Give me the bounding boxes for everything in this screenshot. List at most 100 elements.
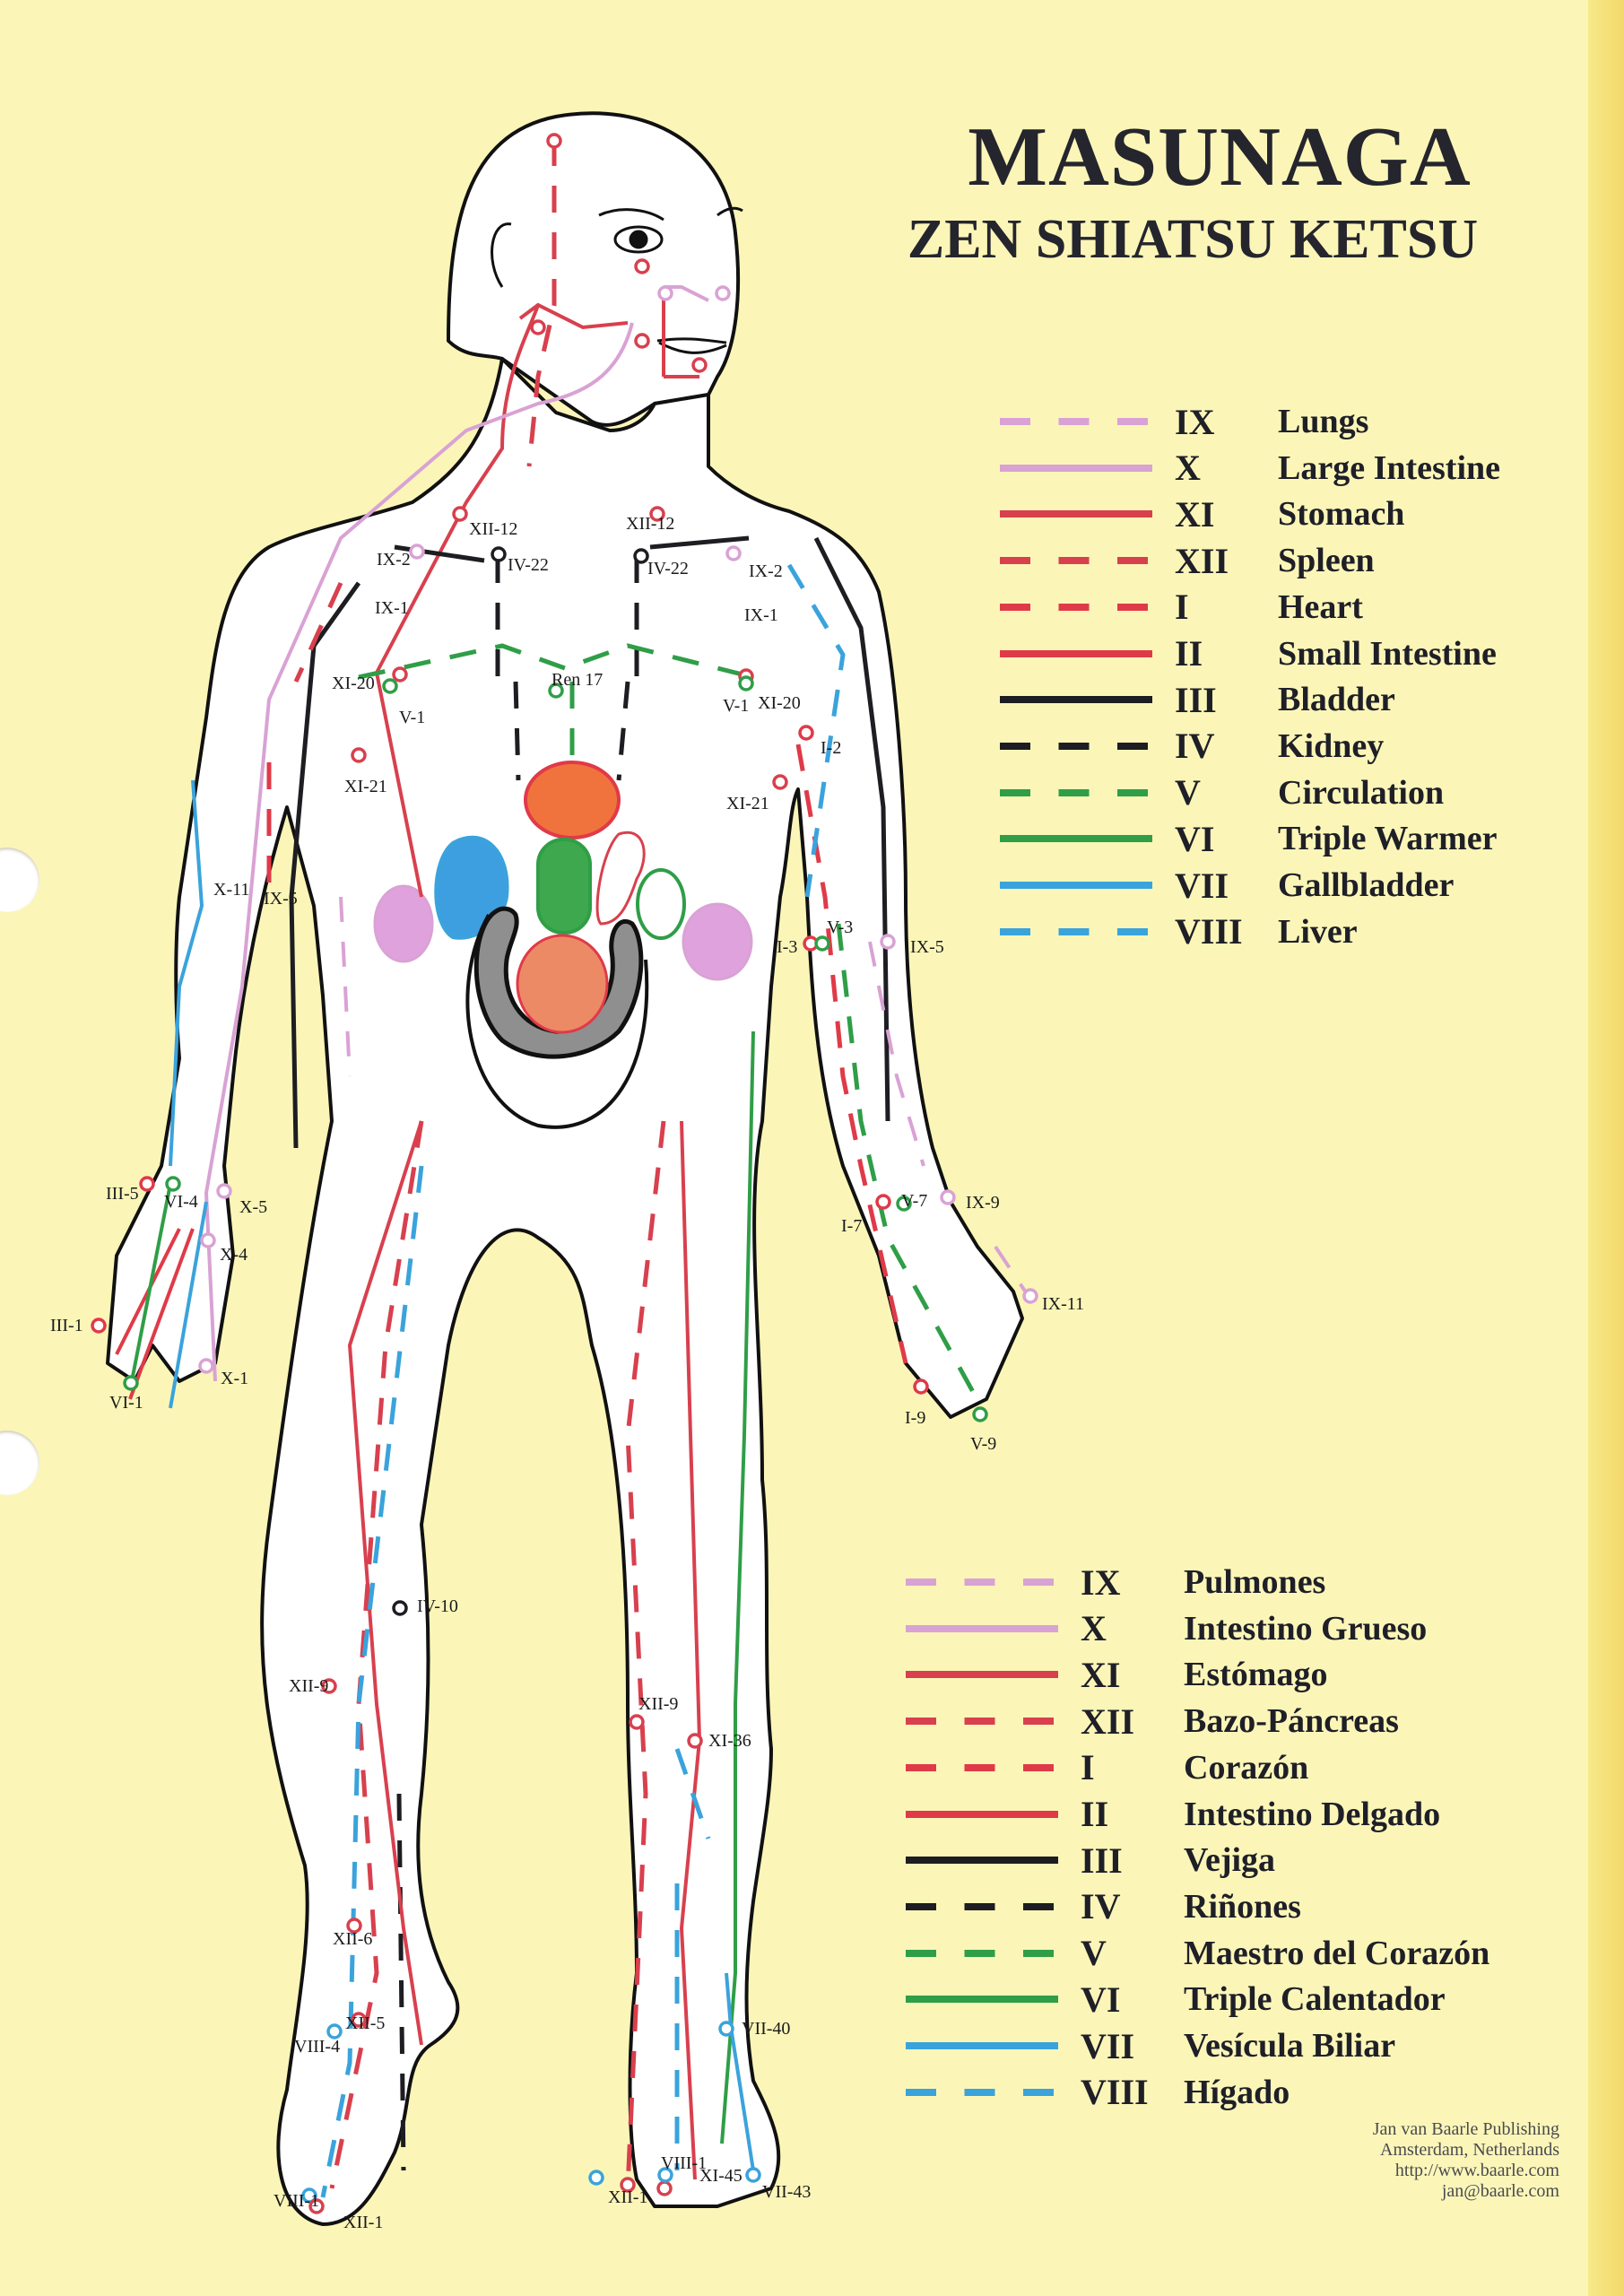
legend-numeral: II: [1081, 1794, 1109, 1834]
legend-item: X Intestino Grueso: [906, 1605, 1427, 1652]
legend-numeral: VI: [1081, 1979, 1121, 2020]
legend-label: Triple Calentador: [1184, 1980, 1446, 2019]
legend-item: V Circulation: [1000, 770, 1444, 816]
svg-text:III-5: III-5: [106, 1184, 139, 1204]
svg-text:IX-2: IX-2: [377, 550, 411, 570]
legend-line-swatch: [1000, 927, 1152, 935]
legend-line-swatch: [1000, 557, 1152, 565]
legend-line-swatch: [1000, 788, 1152, 796]
legend-label: Vejiga: [1184, 1841, 1276, 1880]
legend-item: VII Vesícula Biliar: [906, 2022, 1395, 2069]
legend-numeral: I: [1081, 1747, 1095, 1788]
legend-label: Circulation: [1278, 773, 1445, 812]
legend-numeral: VII: [1175, 865, 1229, 906]
svg-text:VI-1: VI-1: [109, 1393, 143, 1413]
legend-numeral: V: [1175, 772, 1201, 813]
legend-numeral: III: [1175, 679, 1217, 720]
legend-line-swatch: [1000, 464, 1152, 472]
legend-label: Vesícula Biliar: [1184, 2027, 1396, 2065]
legend-line-swatch: [906, 1810, 1058, 1818]
svg-text:X-4: X-4: [220, 1245, 248, 1265]
legend-label: Riñones: [1184, 1887, 1301, 1926]
legend-numeral: IV: [1081, 1886, 1121, 1927]
svg-text:IX-11: IX-11: [1042, 1294, 1084, 1314]
legend-line-swatch: [1000, 882, 1152, 889]
legend-line-swatch: [906, 1902, 1058, 1910]
svg-text:V-3: V-3: [827, 918, 853, 937]
legend-label: Kidney: [1278, 726, 1385, 765]
legend-line-swatch: [906, 1996, 1058, 2004]
legend-line-swatch: [906, 1857, 1058, 1865]
svg-text:I-3: I-3: [777, 937, 797, 957]
legend-label: Spleen: [1278, 542, 1375, 580]
svg-text:X-1: X-1: [221, 1369, 248, 1388]
svg-text:IX-5: IX-5: [264, 889, 298, 909]
legend-item: V Maestro del Corazón: [906, 1930, 1489, 1977]
legend-numeral: VII: [1081, 2025, 1135, 2066]
svg-text:X-5: X-5: [239, 1197, 267, 1217]
legend-numeral: XII: [1081, 1700, 1135, 1742]
svg-text:X-11: X-11: [213, 880, 249, 900]
legend-label: Stomach: [1278, 495, 1405, 534]
legend-line-swatch: [1000, 510, 1152, 518]
legend-line-swatch: [906, 1949, 1058, 1957]
svg-text:V-1: V-1: [723, 696, 749, 716]
legend-label: Maestro del Corazón: [1184, 1934, 1490, 1972]
svg-text:I-7: I-7: [841, 1216, 862, 1236]
svg-text:VIII-1: VIII-1: [274, 2191, 319, 2211]
svg-text:I-2: I-2: [821, 738, 841, 758]
legend-item: XII Spleen: [1000, 537, 1375, 584]
publisher-location: Amsterdam, Netherlands: [1380, 2140, 1559, 2160]
svg-text:XI-21: XI-21: [344, 777, 387, 796]
legend-numeral: VIII: [1081, 2072, 1149, 2113]
legend-label: Triple Warmer: [1278, 820, 1498, 858]
legend-label: Liver: [1278, 912, 1358, 951]
svg-text:IX-1: IX-1: [375, 598, 409, 618]
svg-text:XII-9: XII-9: [289, 1676, 328, 1696]
body-outline: [106, 111, 1024, 2226]
legend-line-swatch: [906, 2088, 1058, 2096]
svg-text:IX-2: IX-2: [749, 561, 783, 581]
legend-line-swatch: [1000, 418, 1152, 425]
publisher-email[interactable]: jan@baarle.com: [1441, 2181, 1559, 2201]
svg-text:XI-45: XI-45: [699, 2166, 743, 2186]
legend-line-swatch: [906, 1718, 1058, 1726]
publisher-url[interactable]: http://www.baarle.com: [1394, 2161, 1559, 2180]
legend-numeral: X: [1081, 1608, 1107, 1649]
legend-numeral: XII: [1175, 540, 1229, 581]
legend-line-swatch: [906, 1624, 1058, 1632]
legend-numeral: IX: [1081, 1561, 1121, 1603]
legend-numeral: VI: [1175, 818, 1215, 859]
legend-numeral: V: [1081, 1933, 1107, 1974]
svg-text:IX-1: IX-1: [744, 605, 778, 625]
legend-label: Heart: [1278, 587, 1363, 626]
legend-numeral: IX: [1175, 401, 1215, 442]
point-labels: XII-12 XII-12 IV-22 IV-22 IX-2 IX-2 IX-1…: [50, 514, 1084, 2232]
svg-text:XII-5: XII-5: [345, 2013, 385, 2033]
legend-numeral: XI: [1081, 1654, 1121, 1695]
svg-text:XI-20: XI-20: [332, 674, 375, 693]
face-features: [491, 206, 743, 354]
legend-line-swatch: [1000, 742, 1152, 750]
legend-item: VI Triple Warmer: [1000, 815, 1497, 862]
svg-text:III-1: III-1: [50, 1316, 83, 1335]
svg-text:XII-1: XII-1: [343, 2213, 383, 2232]
acupoints: [91, 133, 1038, 2214]
svg-text:VIII-1: VIII-1: [661, 2153, 707, 2173]
paper-edge: [1588, 0, 1624, 2296]
legend-label: Intestino Grueso: [1184, 1609, 1428, 1648]
svg-text:VII-40: VII-40: [742, 2019, 790, 2039]
legend-numeral: II: [1175, 633, 1203, 674]
